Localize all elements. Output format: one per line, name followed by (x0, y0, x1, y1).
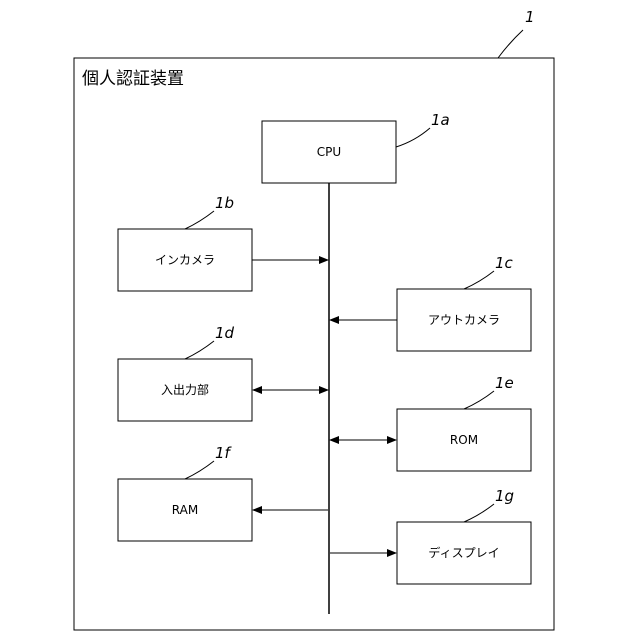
io-label: 入出力部 (161, 382, 209, 397)
out-camera-label: アウトカメラ (428, 313, 500, 327)
device-title: 個人認証装置 (82, 69, 184, 89)
ram-ref-label: 1f (215, 444, 233, 462)
display-ref-label: 1g (495, 487, 514, 505)
out-camera-ref-label: 1c (495, 254, 514, 272)
in-camera-ref-leader (185, 211, 214, 229)
io-ref-label: 1d (215, 324, 235, 342)
device-ref-leader (498, 30, 523, 58)
rom-label: ROM (450, 433, 478, 447)
rom-ref-label: 1e (495, 374, 514, 392)
display-ref-leader (464, 504, 494, 522)
io-ref-leader (185, 341, 214, 359)
cpu-ref-leader (396, 128, 430, 147)
ram-ref-leader (185, 461, 214, 479)
display-label: ディスプレイ (428, 545, 499, 560)
rom-ref-leader (464, 391, 494, 409)
cpu-ref-label: 1a (431, 111, 450, 129)
ram-label: RAM (172, 503, 198, 517)
cpu-label: CPU (317, 145, 341, 159)
device-ref-label: 1 (525, 8, 535, 26)
out-camera-ref-leader (464, 271, 494, 289)
in-camera-label: インカメラ (155, 253, 215, 267)
in-camera-ref-label: 1b (215, 194, 234, 212)
